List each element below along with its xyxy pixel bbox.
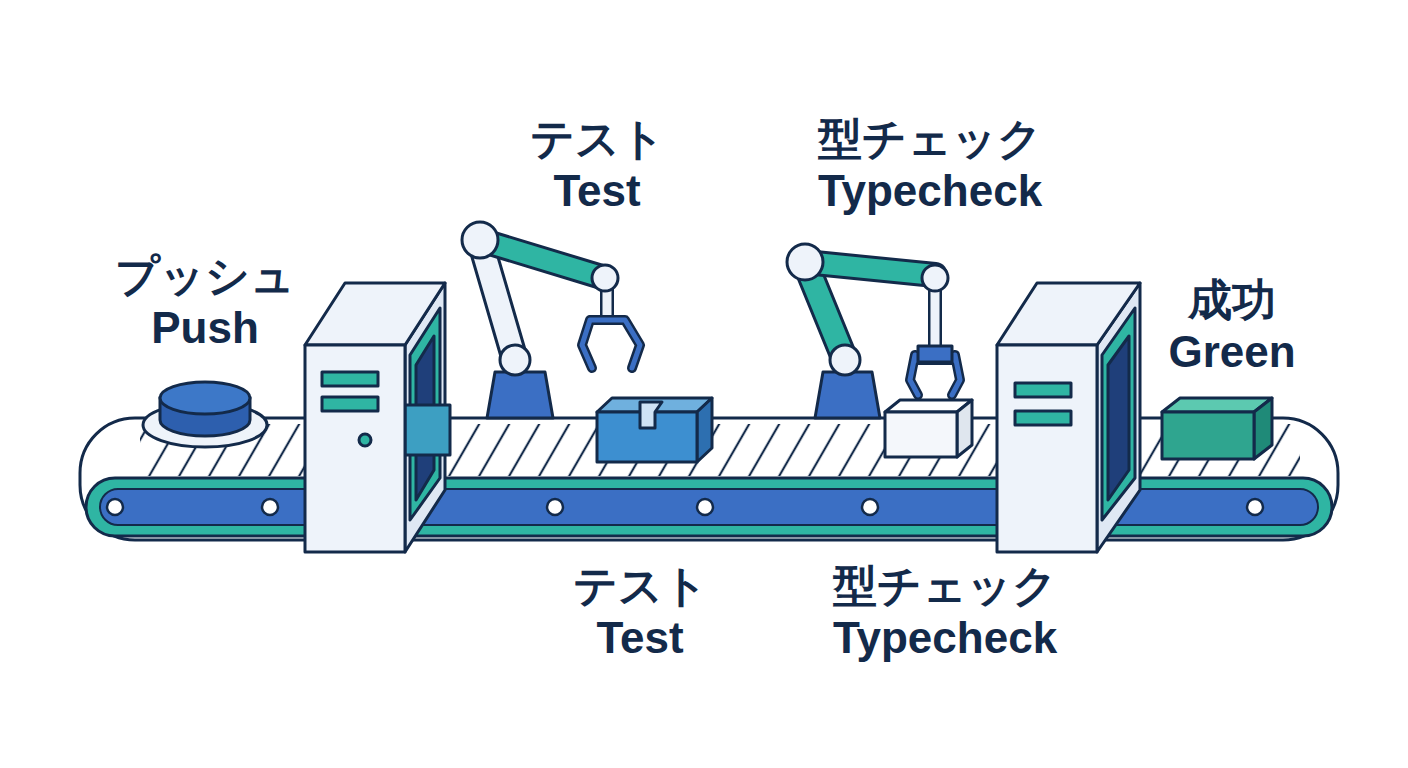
push-button bbox=[143, 382, 267, 447]
package-box bbox=[597, 398, 712, 462]
robot-arm bbox=[462, 222, 640, 418]
package-box bbox=[1162, 398, 1272, 459]
stage-label: 型チェック Typecheck bbox=[833, 560, 1057, 664]
robot-arm bbox=[787, 244, 960, 418]
stage-label: 成功 Green bbox=[1168, 274, 1295, 378]
stage-label: 型チェック Typecheck bbox=[818, 113, 1042, 217]
stage-label: テスト Test bbox=[530, 113, 665, 217]
stage-label: テスト Test bbox=[573, 560, 708, 664]
package-box bbox=[885, 400, 972, 457]
entry-machine bbox=[305, 283, 450, 552]
stage-label: プッシュ Push bbox=[115, 250, 295, 354]
exit-machine bbox=[997, 283, 1140, 552]
